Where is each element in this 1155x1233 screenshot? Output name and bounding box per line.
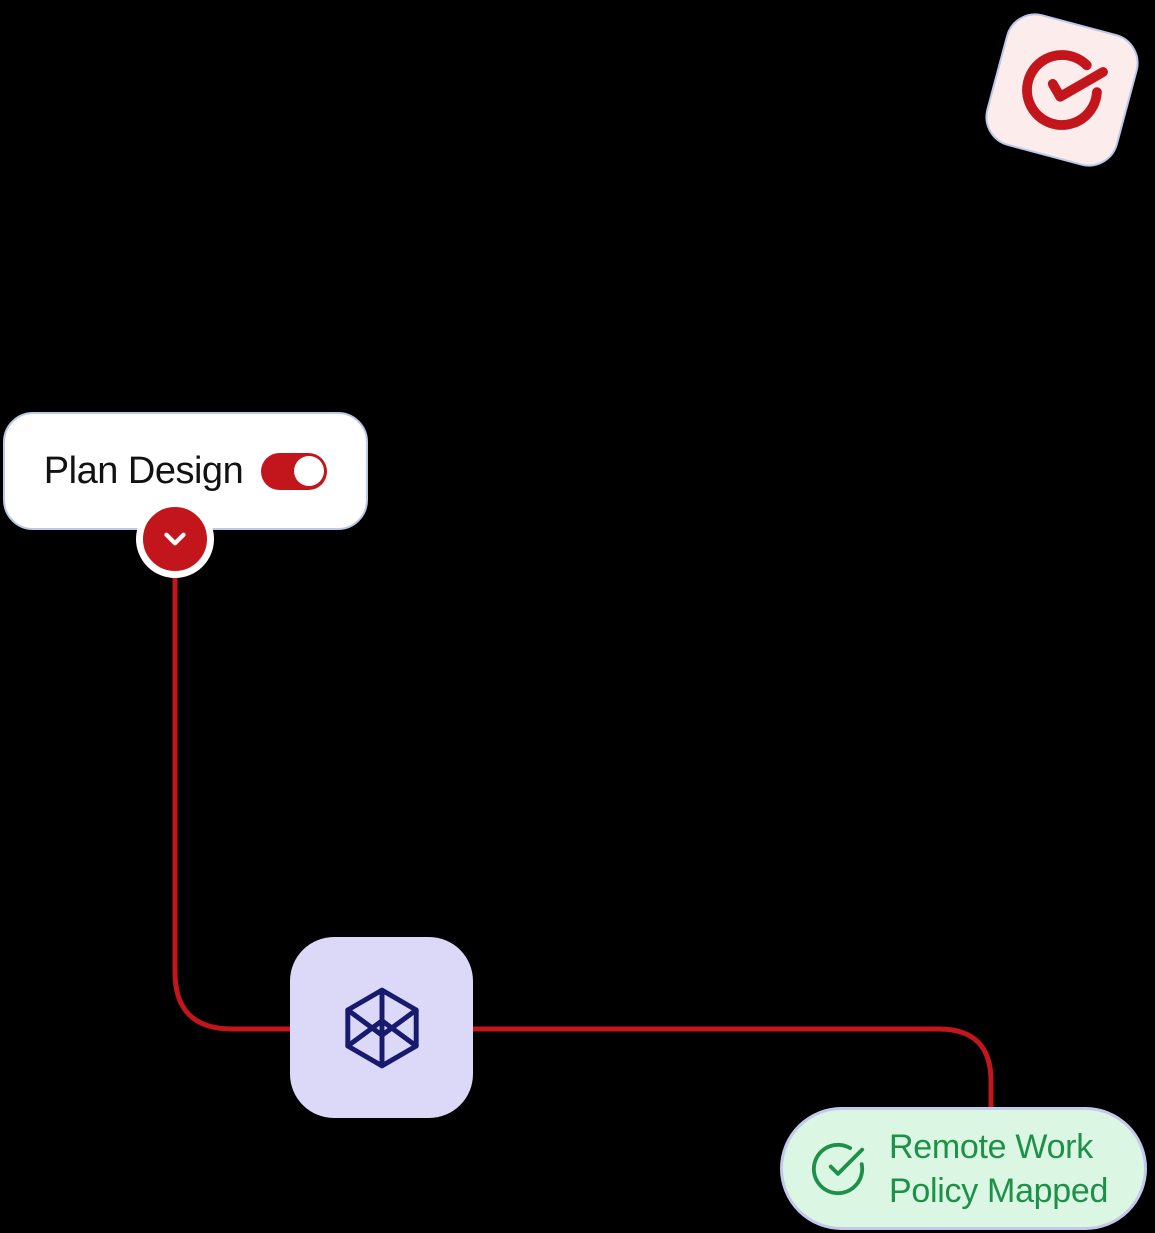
expand-chevron-button[interactable] [136,500,214,578]
plan-design-card: Plan Design [3,412,368,530]
connector-cube-to-status [465,1026,994,1108]
check-circle-icon [811,1142,865,1195]
chevron-down-icon [164,532,186,546]
status-line-2: Policy Mapped [889,1171,1109,1210]
status-pill: Remote Work Policy Mapped [780,1107,1147,1230]
connector-plan-to-cube [172,556,380,1032]
check-circle-icon [1022,50,1108,130]
status-text: Remote Work Policy Mapped [889,1125,1108,1213]
plan-design-label: Plan Design [43,449,244,492]
cube-card [290,937,473,1118]
toggle-knob [293,456,324,486]
cube-wireframe-icon [344,987,419,1068]
approval-badge-card [978,6,1146,174]
status-line-1: Remote Work [889,1127,1093,1166]
plan-design-toggle[interactable] [261,452,328,490]
